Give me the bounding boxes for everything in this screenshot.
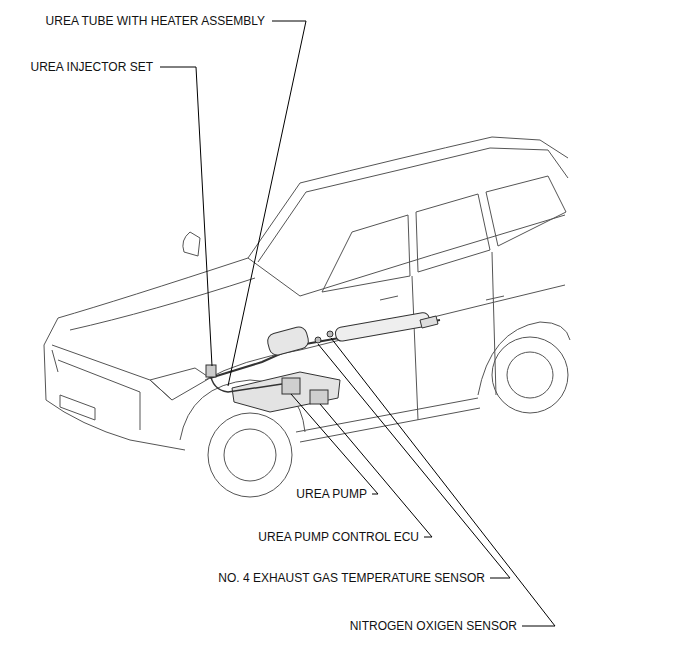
mirror (183, 232, 200, 256)
part-label: UREA TUBE WITH HEATER ASSEMBLY (45, 14, 266, 28)
grille (58, 360, 140, 430)
beltline (300, 215, 565, 296)
roof-inner (258, 148, 568, 262)
rear-rim (507, 352, 553, 398)
leader-lines (160, 21, 555, 626)
quarter-window (486, 176, 566, 246)
hood-edge (70, 278, 255, 330)
rear-arch (478, 322, 570, 395)
part-label: UREA PUMP (295, 487, 368, 501)
leader-line (291, 394, 378, 494)
front-window (322, 215, 410, 292)
side-crease (205, 285, 565, 380)
door-handle (486, 296, 504, 300)
temperature-sensor (315, 337, 321, 343)
exhaust-pipe-rear (334, 312, 430, 342)
plate (60, 395, 95, 420)
hood (58, 258, 300, 318)
roof-line (248, 137, 568, 258)
part-label: NITROGEN OXIGEN SENSOR (349, 619, 518, 633)
urea-pump (282, 378, 300, 394)
front-face (44, 318, 185, 450)
rear-wheel (492, 337, 568, 413)
door-seam (492, 252, 496, 395)
nox-sensor (327, 331, 333, 337)
door-seam (412, 276, 418, 420)
urea-tube (210, 372, 282, 392)
vehicle-body (44, 137, 570, 497)
front-wheel (208, 413, 292, 497)
part-label: NO. 4 EXHAUST GAS TEMPERATURE SENSOR (217, 571, 486, 585)
grille-top (52, 345, 172, 400)
door-handle (380, 296, 398, 300)
grille-side (52, 350, 58, 372)
leader-line (320, 404, 432, 537)
front-rim (224, 429, 276, 481)
leader-line (228, 21, 306, 386)
leader-line (160, 67, 212, 366)
urea-injector (206, 365, 216, 377)
tailpipe (420, 316, 438, 328)
part-label: UREA INJECTOR SET (30, 60, 154, 74)
headlight (150, 368, 210, 400)
rear-window (416, 194, 490, 272)
urea-pump-ecu (310, 390, 328, 404)
urea-tank (232, 372, 340, 412)
part-label: UREA PUMP CONTROL ECU (257, 530, 420, 544)
catalyst (266, 325, 310, 357)
